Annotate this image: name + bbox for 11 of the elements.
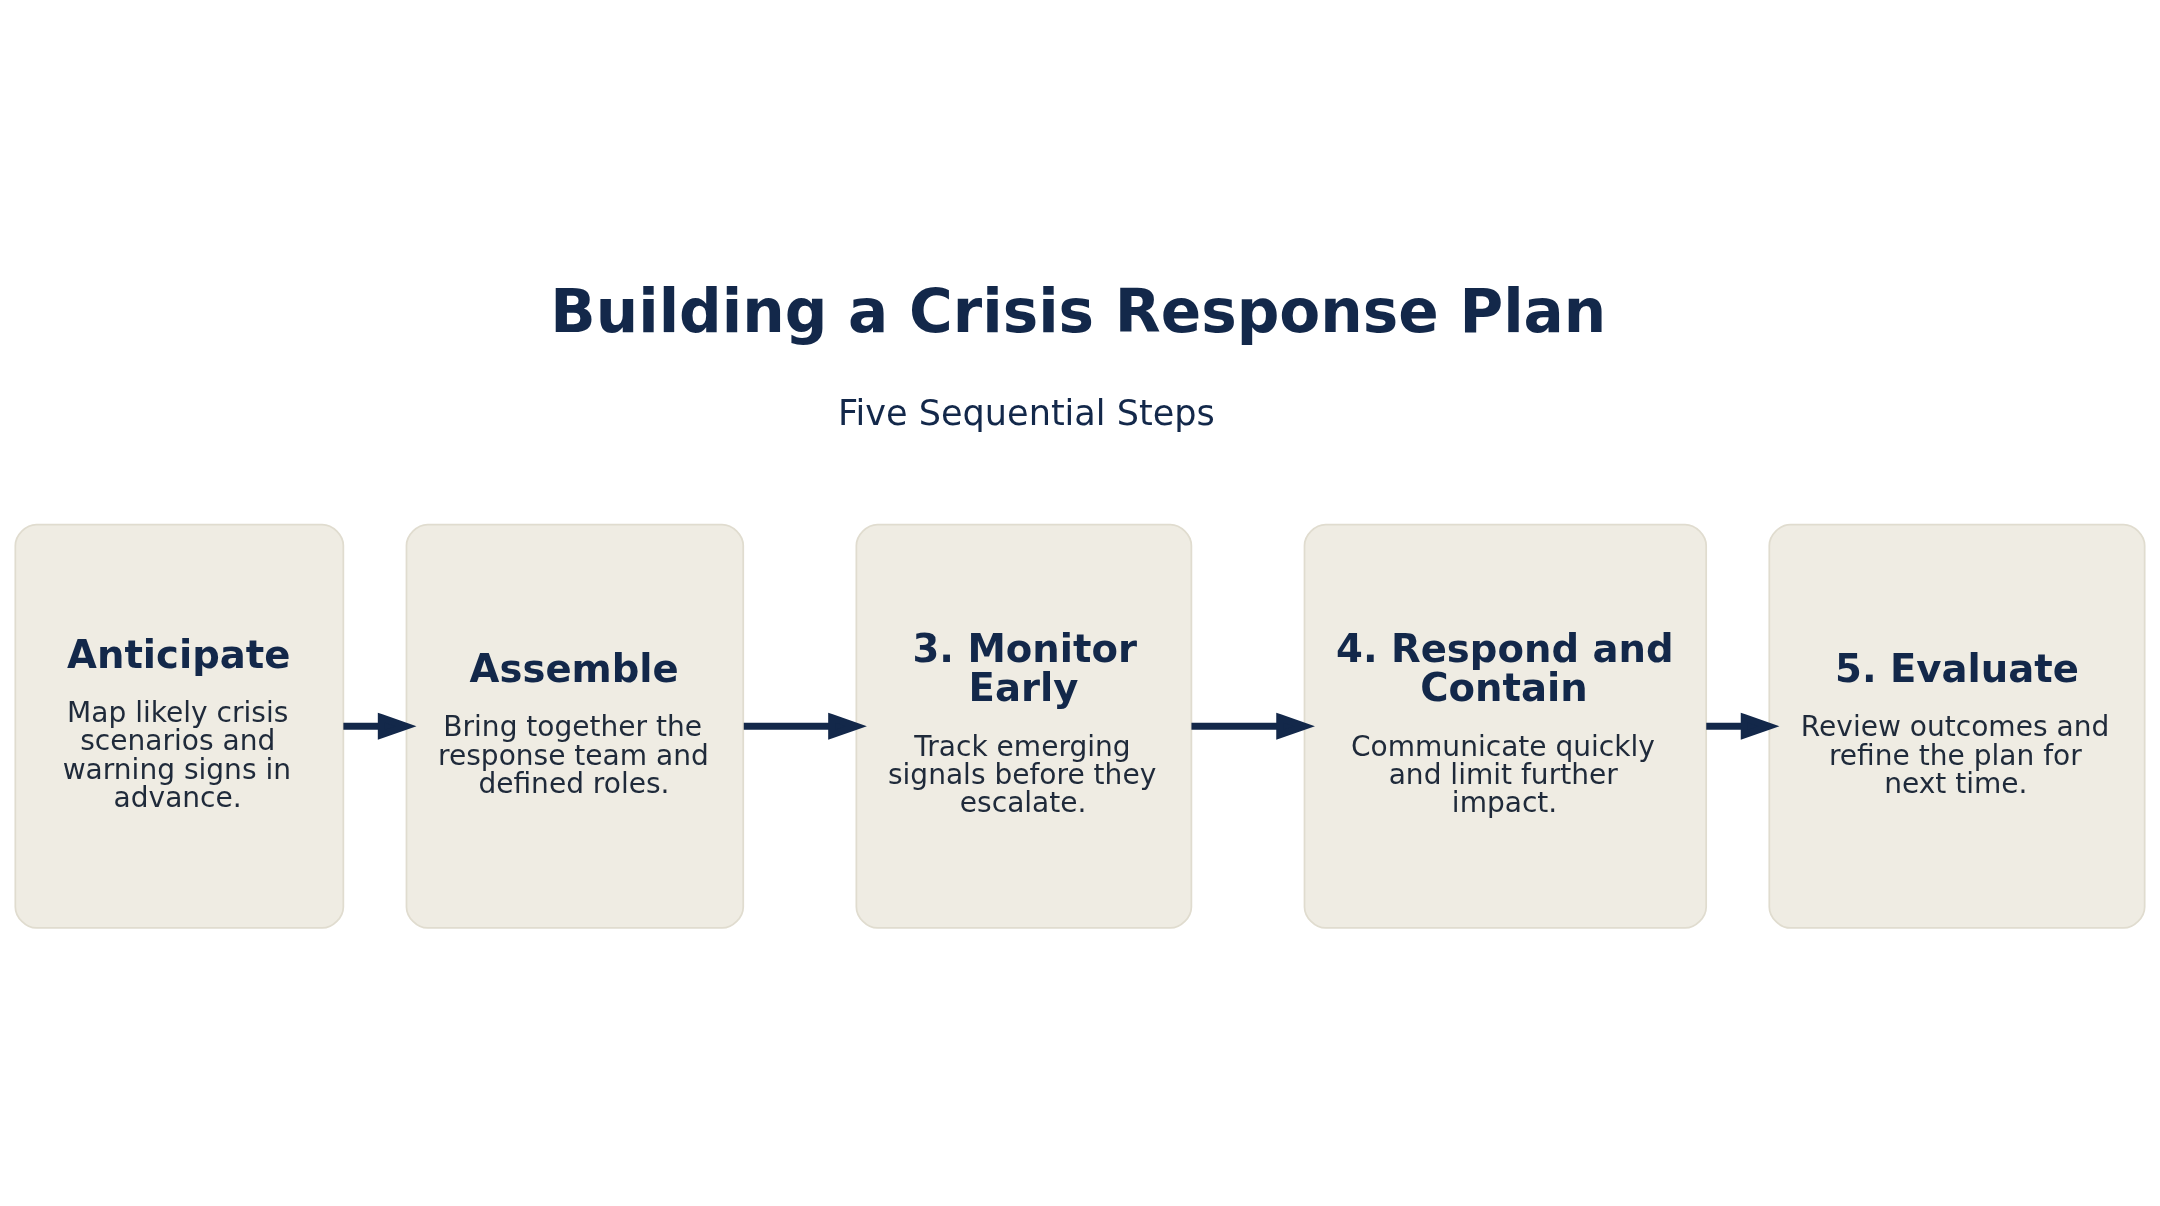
diagram-title: Building a Crisis Response Plan — [550, 276, 1607, 346]
arrow — [343, 712, 417, 740]
arrow — [743, 712, 867, 740]
label: Five Sequential Steps — [837, 391, 1215, 433]
node-box: 4. Respond and Contain Communicate quickly and limit further impact. — [1303, 523, 1708, 929]
node-box: Assemble Bring together the response team and defined roles. — [405, 523, 745, 929]
node-box: Anticipate Map likely crisis scenarios and warning signs in advance. — [14, 523, 345, 929]
node-box: 3. Monitor Early Track emerging signals before they escalate. — [855, 523, 1193, 929]
arrow — [1706, 712, 1780, 740]
node-box: 5. Evaluate Review outcomes and refine the plan for next time. — [1768, 523, 2146, 929]
arrow — [1191, 712, 1315, 740]
